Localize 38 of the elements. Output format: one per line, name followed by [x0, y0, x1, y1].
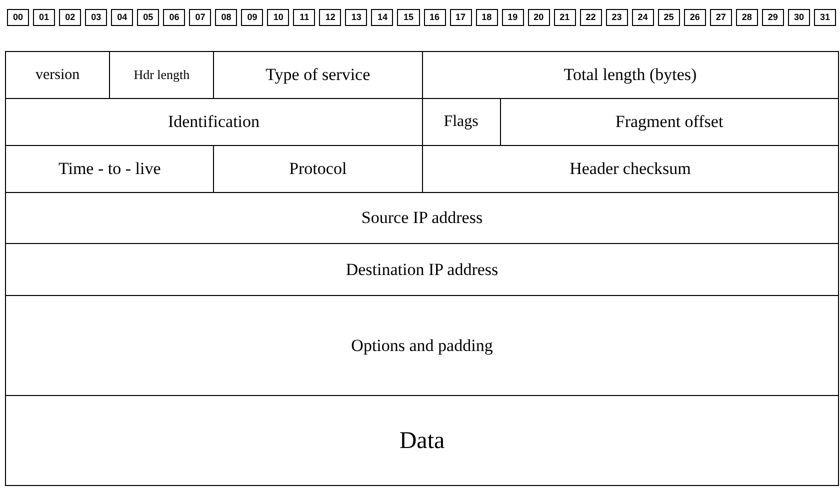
bit-number: 18	[476, 9, 498, 26]
bit-number: 01	[33, 9, 56, 26]
header-field: version	[5, 51, 110, 99]
bit-number: 08	[215, 9, 238, 26]
header-field: Source IP address	[5, 192, 839, 244]
bit-number: 24	[632, 9, 654, 26]
bit-number: 30	[788, 9, 810, 26]
bit-number: 09	[241, 9, 264, 26]
bit-number: 02	[59, 9, 82, 26]
header-field: Destination IP address	[5, 243, 839, 296]
header-field: Options and padding	[5, 295, 839, 396]
bit-number: 27	[710, 9, 732, 26]
bit-number: 17	[450, 9, 472, 26]
bit-number: 11	[293, 9, 316, 26]
bit-number: 07	[189, 9, 212, 26]
bit-number: 13	[345, 9, 368, 26]
bit-number: 16	[424, 9, 446, 26]
bit-number: 21	[554, 9, 576, 26]
bit-number: 06	[163, 9, 186, 26]
bit-number: 14	[371, 9, 394, 26]
bit-number: 03	[85, 9, 108, 26]
bit-number: 23	[606, 9, 628, 26]
bit-number: 25	[658, 9, 680, 26]
bit-number: 29	[762, 9, 784, 26]
bit-number: 12	[319, 9, 342, 26]
bit-number: 05	[137, 9, 160, 26]
bit-number: 20	[528, 9, 550, 26]
bit-number: 19	[502, 9, 524, 26]
bit-number: 04	[111, 9, 134, 26]
bit-number: 00	[7, 9, 30, 26]
bit-number: 31	[814, 9, 836, 26]
bit-number: 26	[684, 9, 706, 26]
bit-number: 10	[267, 9, 290, 26]
bit-number: 28	[736, 9, 758, 26]
bit-number: 22	[580, 9, 602, 26]
header-field: Data	[5, 395, 839, 486]
header-field: Total length (bytes)	[422, 51, 839, 99]
bit-number: 15	[397, 9, 420, 26]
